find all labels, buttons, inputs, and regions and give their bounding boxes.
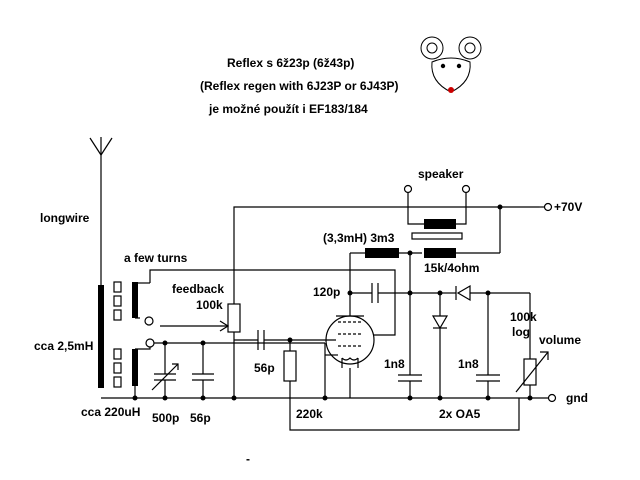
label-cap-56-mid: 56p: [254, 361, 275, 375]
label-var-cap: 500p: [152, 411, 179, 425]
speaker-terminal-icon: [403, 184, 471, 225]
label-c-1n8-b: 1n8: [458, 357, 479, 371]
volume-potentiometer: [515, 293, 549, 398]
label-feedback-pot: 100k: [196, 298, 223, 312]
capacitor-1n8-b: [476, 293, 500, 398]
label-cap-56-left: 56p: [190, 411, 211, 425]
label-c-grid: 120p: [313, 285, 340, 299]
capacitor-56p-left: [192, 343, 214, 398]
label-volume: volume: [539, 333, 581, 347]
label-coil-small: cca 220uH: [81, 405, 140, 419]
title-line-2: (Reflex regen with 6J23P or 6J43P): [200, 79, 399, 93]
resistor-220k: [283, 340, 520, 431]
tuning-terminal: [145, 338, 155, 348]
label-r-grid: 220k: [296, 407, 323, 421]
supply-terminal: [543, 202, 553, 212]
stray-dash: -: [246, 452, 250, 466]
label-vol-value-1: 100k: [510, 310, 537, 324]
label-few-turns: a few turns: [124, 251, 188, 265]
label-supply: +70V: [554, 200, 582, 214]
label-transformer: 15k/4ohm: [424, 261, 479, 275]
label-feedback: feedback: [172, 282, 224, 296]
antenna-icon: [89, 137, 113, 290]
title-line-3: je možné použít i EF183/184: [208, 102, 368, 116]
winding-upper: [113, 281, 122, 321]
label-coil-main: cca 2,5mH: [34, 339, 93, 353]
label-vol-value-2: log: [512, 325, 530, 339]
feedback-terminal: [144, 316, 154, 326]
tube-icon: [325, 315, 375, 368]
diode-icon: [431, 284, 530, 398]
label-longwire: longwire: [40, 211, 90, 225]
label-choke: (3,3mH) 3m3: [323, 231, 395, 245]
variable-capacitor: [151, 343, 179, 398]
capacitor-56p-coupling: [234, 330, 318, 350]
label-diodes: 2x OA5: [439, 407, 481, 421]
title-line-1: Reflex s 6ž23p (6ž43p): [227, 56, 354, 70]
label-speaker: speaker: [418, 167, 464, 181]
label-c-1n8-a: 1n8: [384, 357, 405, 371]
output-transformer: [411, 207, 501, 258]
gnd-terminal: [547, 393, 557, 403]
capacitor-1n8-a: [398, 374, 422, 398]
label-gnd: gnd: [566, 391, 588, 405]
mouse-icon: [420, 36, 482, 93]
winding-lower: [113, 348, 122, 388]
